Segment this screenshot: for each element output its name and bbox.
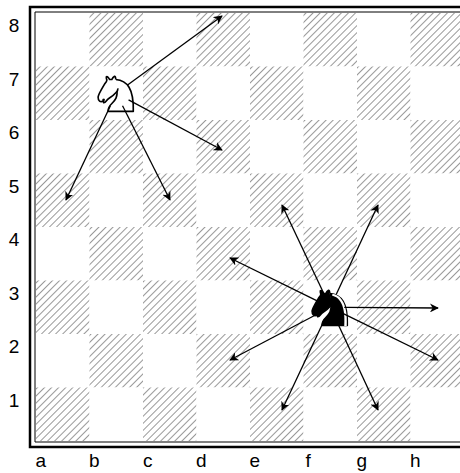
board-square <box>36 227 90 281</box>
move-arrow <box>344 307 438 309</box>
board-square <box>250 120 304 174</box>
board-square <box>36 13 90 67</box>
board-outer-frame <box>30 7 460 447</box>
rank-label: 6 <box>9 123 20 142</box>
board-square <box>90 120 144 174</box>
board-square <box>197 388 251 442</box>
board-square <box>411 120 460 174</box>
file-label: g <box>356 451 367 470</box>
board-square <box>36 334 90 388</box>
file-label: h <box>410 451 421 470</box>
board-square <box>250 388 304 442</box>
rank-label: 5 <box>9 177 20 196</box>
board-square <box>197 67 251 121</box>
board-square <box>90 13 144 67</box>
file-label: c <box>143 451 153 470</box>
rank-label: 7 <box>9 70 20 89</box>
board-square <box>411 334 460 388</box>
board-square <box>90 174 144 228</box>
move-arrow <box>336 205 378 295</box>
rank-label: 4 <box>9 230 20 249</box>
rank-label: 3 <box>9 284 20 303</box>
board-square <box>304 334 358 388</box>
board-square <box>197 13 251 67</box>
board-square <box>143 120 197 174</box>
board-square <box>357 174 411 228</box>
file-label: d <box>196 451 207 470</box>
board-square <box>357 227 411 281</box>
board-square <box>197 227 251 281</box>
board-square <box>36 67 90 121</box>
board-square <box>357 13 411 67</box>
board-square <box>143 281 197 335</box>
file-label: f <box>306 451 311 470</box>
board-square <box>143 174 197 228</box>
file-label: e <box>249 451 260 470</box>
board-square <box>143 334 197 388</box>
board-square <box>304 227 358 281</box>
move-arrow <box>282 320 324 410</box>
rank-label: 1 <box>9 391 20 410</box>
board-square <box>36 120 90 174</box>
board-square <box>357 388 411 442</box>
board-square <box>304 67 358 121</box>
board-square <box>36 281 90 335</box>
board-square <box>250 67 304 121</box>
move-arrow <box>66 106 110 200</box>
board-square <box>357 67 411 121</box>
black-knight <box>312 290 347 326</box>
board-square <box>197 334 251 388</box>
board-square <box>143 388 197 442</box>
move-arrow <box>336 320 378 410</box>
board-square <box>411 13 460 67</box>
board-square <box>90 227 144 281</box>
board-square <box>304 388 358 442</box>
board-square <box>250 13 304 67</box>
board-square <box>411 174 460 228</box>
board-square <box>304 120 358 174</box>
board-square <box>197 174 251 228</box>
board-square <box>411 388 460 442</box>
board-square <box>411 67 460 121</box>
move-arrow <box>230 314 318 360</box>
board-inner-frame <box>35 12 460 442</box>
board-square <box>90 334 144 388</box>
move-arrow <box>343 313 438 360</box>
board-square <box>36 174 90 228</box>
board-square <box>197 281 251 335</box>
board-square <box>90 281 144 335</box>
file-label: a <box>35 451 46 470</box>
white-knight <box>98 76 133 111</box>
board-square <box>250 334 304 388</box>
board-square <box>90 67 144 121</box>
board-square <box>304 174 358 228</box>
board-square <box>411 227 460 281</box>
board-square <box>304 13 358 67</box>
board-square <box>36 388 90 442</box>
board-square <box>90 388 144 442</box>
board-square <box>357 120 411 174</box>
move-arrow <box>123 106 170 200</box>
move-arrow <box>230 258 318 301</box>
board-square <box>197 120 251 174</box>
move-arrow <box>282 205 324 295</box>
board-square <box>143 227 197 281</box>
move-arrow <box>128 16 222 85</box>
move-arrow <box>129 100 222 150</box>
rank-label: 2 <box>9 337 20 356</box>
rank-label: 8 <box>9 16 20 35</box>
board-square <box>250 174 304 228</box>
file-label: b <box>89 451 100 470</box>
